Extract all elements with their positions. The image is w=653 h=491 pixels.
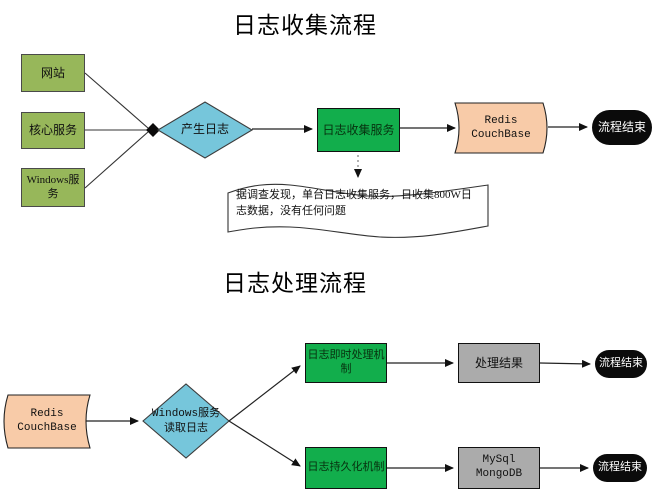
source-node-windows-service-label: Windows服务 bbox=[26, 173, 80, 200]
terminator-node-realtime-end: 流程结束 bbox=[595, 350, 647, 378]
process-node-log-collector-label: 日志收集服务 bbox=[322, 122, 395, 137]
source-node-website-label: 网站 bbox=[40, 65, 65, 80]
process-node-log-collector: 日志收集服务 bbox=[317, 108, 400, 152]
source-node-core-service-label: 核心服务 bbox=[28, 123, 77, 137]
connector-website-to-merge bbox=[84, 72, 149, 129]
result-node-processing-result: 处理结果 bbox=[458, 343, 540, 383]
terminator-node-collection-end: 流程结束 bbox=[592, 110, 652, 145]
process-node-realtime: 日志即时处理机制 bbox=[305, 343, 387, 383]
merge-diamond-arrowhead bbox=[146, 123, 160, 137]
process-node-realtime-label: 日志即时处理机制 bbox=[307, 349, 385, 375]
terminator-realtime-end-label: 流程结束 bbox=[599, 357, 643, 370]
source-node-windows-service: Windows服务 bbox=[21, 168, 85, 207]
connector-result-to-end-top bbox=[539, 359, 591, 368]
connector-reader-to-realtime bbox=[228, 365, 301, 422]
collection-flow-title: 日志收集流程 bbox=[233, 13, 377, 38]
terminator-node-persistence-end: 流程结束 bbox=[593, 454, 647, 482]
result-node-database: MySql MongoDB bbox=[458, 447, 540, 489]
source-node-core-service: 核心服务 bbox=[21, 112, 85, 149]
decision-windows-reader-shape bbox=[142, 383, 230, 459]
storage-redis-couchbase-shape-bottom bbox=[3, 394, 91, 449]
note-paper-tape-shape bbox=[227, 183, 489, 238]
connector-reader-to-persistence bbox=[228, 420, 301, 467]
process-node-persistence-label: 日志持久化机制 bbox=[307, 461, 385, 474]
decision-generate-logs-shape bbox=[156, 101, 254, 159]
db-name-mysql: MySql bbox=[482, 454, 516, 467]
processing-flow-title: 日志处理流程 bbox=[223, 271, 367, 296]
db-name-mongodb: MongoDB bbox=[475, 468, 523, 480]
result-node-processing-result-label: 处理结果 bbox=[474, 355, 523, 370]
process-node-persistence: 日志持久化机制 bbox=[305, 447, 387, 489]
connector-winservice-to-merge bbox=[84, 131, 149, 189]
terminator-persistence-end-label: 流程结束 bbox=[598, 461, 642, 474]
terminator-collection-end-label: 流程结束 bbox=[597, 120, 646, 134]
note-annotation-text: 据调查发现，单台日志收集服务，日收集800W日志数据，没有任何问题 bbox=[236, 189, 472, 217]
storage-redis-couchbase-shape-top bbox=[454, 102, 548, 154]
source-node-website: 网站 bbox=[21, 54, 85, 92]
